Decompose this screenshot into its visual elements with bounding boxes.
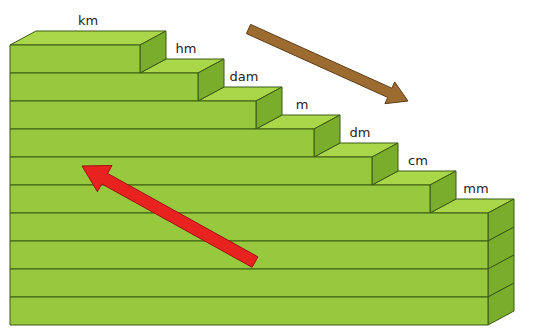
step-front xyxy=(10,101,256,129)
down-arrow xyxy=(246,24,408,103)
step-front xyxy=(10,297,488,325)
unit-label: dm xyxy=(350,125,371,140)
step-side xyxy=(140,31,166,73)
step-front xyxy=(10,157,372,185)
step-front xyxy=(10,185,430,213)
step-side xyxy=(430,171,456,213)
step-front xyxy=(10,45,140,73)
unit-label: cm xyxy=(408,153,428,168)
staircase xyxy=(10,31,514,325)
step-side xyxy=(314,115,340,157)
unit-label: hm xyxy=(176,41,197,56)
step-top xyxy=(10,31,166,45)
unit-label: mm xyxy=(463,181,488,196)
unit-label: m xyxy=(296,97,309,112)
step-side xyxy=(256,87,282,129)
step-side xyxy=(372,143,398,185)
step-side xyxy=(198,59,224,101)
step-fronts xyxy=(10,45,488,325)
step-front xyxy=(10,129,314,157)
step-front xyxy=(10,213,488,241)
up-arrow xyxy=(82,166,258,268)
step-front xyxy=(10,269,488,297)
step-side xyxy=(488,283,514,325)
step-front xyxy=(10,73,198,101)
unit-label: km xyxy=(78,13,98,28)
step-tops xyxy=(10,31,514,213)
unit-label: dam xyxy=(230,69,259,84)
